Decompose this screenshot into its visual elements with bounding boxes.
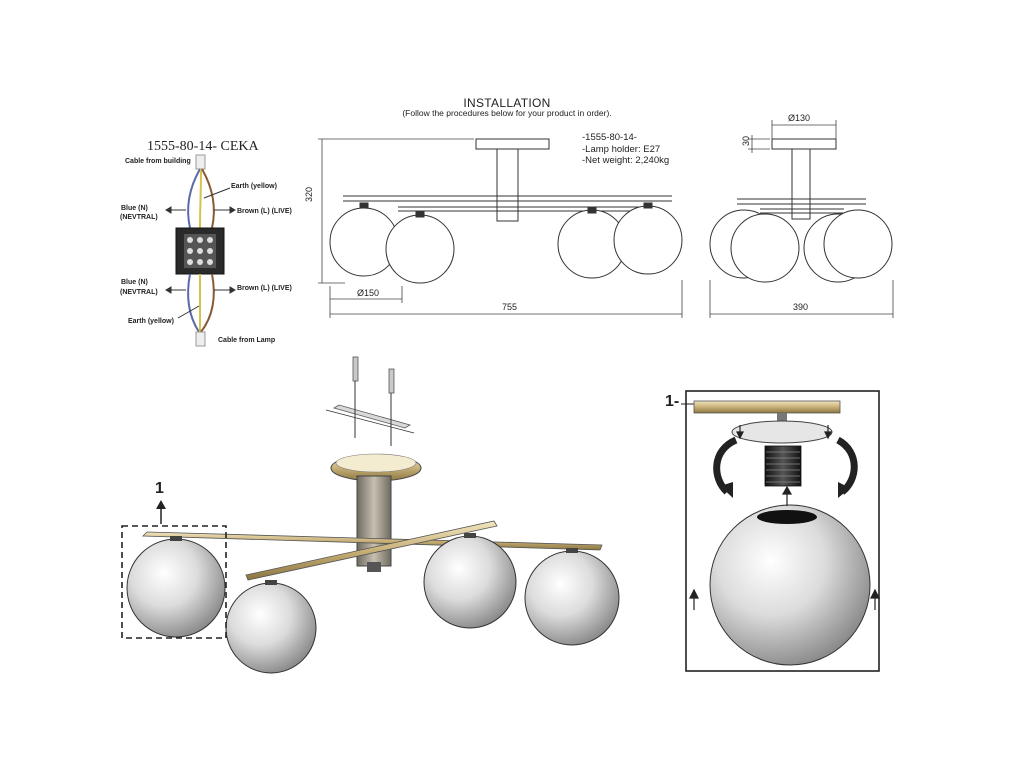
label-neutral-bottom: (NEVTRAL) [120, 289, 158, 296]
callout-detail-1: 1- [665, 393, 680, 410]
label-brown-bottom: Brown (L) (LIVE) [237, 285, 292, 292]
installation-subtitle: (Follow the procedures below for your pr… [402, 108, 612, 118]
globe-2 [225, 582, 317, 674]
spec-net-weight: -Net weight: 2,240kg [582, 155, 670, 166]
globe-4 [524, 550, 620, 646]
mounting-bracket [332, 404, 412, 429]
dim-length: 755 [502, 302, 518, 312]
blue-wire-top [187, 168, 201, 229]
side-dimension-lines [709, 120, 894, 318]
dim-depth: 390 [793, 302, 809, 312]
label-earth-top: Earth (yellow) [231, 183, 277, 190]
lamp-socket [764, 445, 802, 487]
label-blue-top: Blue (N) [121, 205, 148, 212]
installation-title: INSTALLATION [463, 96, 551, 110]
label-neutral-top: (NEVTRAL) [120, 214, 158, 221]
label-earth-bottom: Earth (yellow) [128, 318, 174, 325]
detail-arrows [689, 425, 880, 610]
main-fixture [126, 453, 620, 674]
globe-1 [126, 538, 226, 638]
holder-disc [731, 420, 833, 444]
wall-plug-right [388, 368, 395, 394]
arm-cross [245, 520, 498, 581]
brown-wire-bottom [200, 273, 215, 333]
front-elevation [329, 138, 683, 284]
label-blue-bottom: Blue (N) [121, 279, 148, 286]
label-cable-from-lamp: Cable from Lamp [218, 337, 276, 344]
globe-3 [423, 535, 517, 629]
spec-block: -1555-80-14- -Lamp holder: E27 -Net weig… [582, 132, 669, 167]
label-cable-from-building: Cable from building [125, 158, 191, 165]
globe-opening [757, 510, 817, 524]
detail-view [681, 400, 880, 666]
cable-building-sleeve [195, 154, 206, 170]
wiring-diagram [165, 154, 236, 347]
front-dimension-lines [318, 138, 683, 318]
dim-canopy-diameter: Ø130 [788, 113, 811, 123]
callout-arrow [156, 500, 166, 524]
side-elevation [709, 138, 893, 283]
cable-lamp-sleeve [195, 331, 206, 347]
stem-nut [367, 562, 381, 572]
blue-wire-bottom [187, 273, 200, 333]
terminal-screws [187, 237, 213, 265]
callout-box [121, 525, 227, 639]
brown-wire-top [201, 168, 215, 229]
spec-lamp-holder: -Lamp holder: E27 [582, 143, 661, 155]
wall-plug-left [352, 356, 359, 382]
detail-arm [693, 400, 841, 414]
model-number: 1555-80-14- CEKA [147, 139, 259, 154]
label-brown-top: Brown (L) (LIVE) [237, 208, 292, 215]
callout-step-1: 1 [155, 480, 164, 497]
label-arrows [165, 187, 236, 319]
dim-globe-diameter: Ø150 [357, 288, 380, 298]
mounting-hardware [325, 356, 415, 446]
detail-globe [709, 504, 871, 666]
earth-wire-top [199, 168, 202, 229]
spec-code: -1555-80-14- [582, 132, 637, 143]
